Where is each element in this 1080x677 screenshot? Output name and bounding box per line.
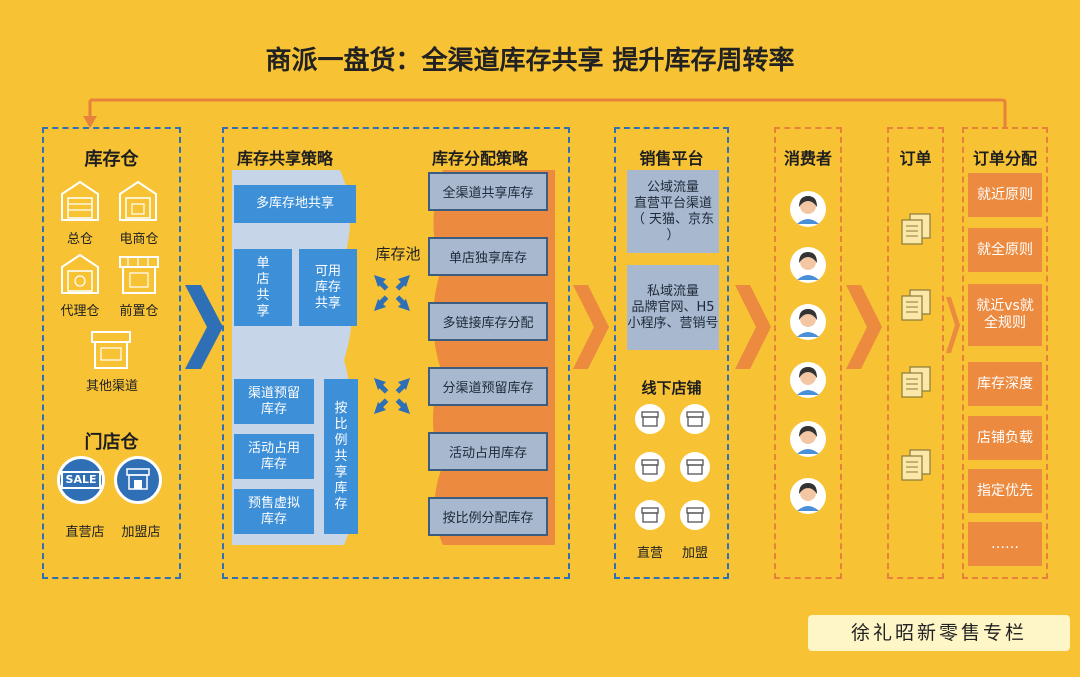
- private-traffic-line: 品牌官网、H5: [631, 299, 715, 315]
- author-credit: 徐礼昭新零售专栏: [808, 615, 1070, 651]
- flow-chevron-3: [735, 285, 771, 369]
- warehouse-label-front: 前置仓: [119, 304, 159, 319]
- store-label-franchise: 加盟店: [121, 525, 161, 540]
- order-rule-item: 就近vs就全规则: [968, 284, 1042, 346]
- order-rule-item: 指定优先: [968, 469, 1042, 513]
- agent-warehouse-icon: [61, 253, 99, 294]
- offline-label-franchise: 加盟: [681, 546, 708, 561]
- allocation-item: 按比例分配库存: [428, 497, 548, 536]
- feedback-arrow: [83, 98, 1007, 128]
- warehouse-label-other: 其他渠道: [85, 379, 138, 394]
- allocation-item: 单店独享库存: [428, 237, 548, 276]
- allocation-item: 分渠道预留库存: [428, 367, 548, 406]
- consumer-avatar-icon: [790, 247, 826, 283]
- ecommerce-warehouse-icon: [119, 180, 157, 221]
- order-header: 订单: [899, 149, 932, 168]
- consumer-avatar-icon: [790, 421, 826, 457]
- order-allocation-panel: [962, 127, 1048, 579]
- page-title: 商派一盘货：全渠道库存共享 提升库存周转率: [265, 46, 795, 76]
- order-document-icon: [901, 449, 931, 481]
- order-rule-item: 就全原则: [968, 228, 1042, 272]
- order-document-icon: [901, 366, 931, 398]
- ratio-share-box: 按比例共享库存: [324, 379, 358, 534]
- order-rule-item: 就近原则: [968, 173, 1042, 217]
- pool-converge-icon-2: [374, 378, 410, 414]
- private-traffic-box: 私域流量 品牌官网、H5 小程序、营销号: [627, 265, 719, 350]
- order-document-icon: [901, 289, 931, 321]
- consumer-avatar-icon: [790, 362, 826, 398]
- platform-header: 销售平台: [639, 149, 704, 168]
- order-rule-item: 店铺负载: [968, 416, 1042, 460]
- flow-chevron-2: [573, 285, 609, 369]
- private-traffic-title: 私域流量: [646, 283, 699, 299]
- store-icon: [680, 500, 710, 530]
- allocation-item: 全渠道共享库存: [428, 172, 548, 211]
- allocation-item: 活动占用库存: [428, 432, 548, 471]
- flow-chevron-5: [946, 297, 960, 353]
- available-stock-share-box: 可用库存共享: [299, 249, 357, 326]
- presale-virtual-box: 预售虚拟库存: [234, 489, 314, 534]
- warehouse-label-main: 总仓: [66, 232, 93, 247]
- main-warehouse-icon: [61, 180, 99, 221]
- order-rule-item: ……: [968, 522, 1042, 566]
- consumer-avatar-icon: [790, 478, 826, 514]
- allocation-background: [433, 170, 555, 545]
- order-panel: [887, 127, 944, 579]
- flow-chevron-4: [846, 285, 882, 369]
- consumer-avatar-icon: [790, 191, 826, 227]
- warehouse-label-ecommerce: 电商仓: [119, 232, 159, 247]
- public-traffic-line: 直营平台渠道: [633, 195, 712, 211]
- stock-pool-label: 库存池: [375, 245, 421, 263]
- sale-sign: SALE: [60, 471, 102, 489]
- public-traffic-line: （ 天猫、京东 ）: [631, 211, 715, 243]
- public-traffic-box: 公域流量 直营平台渠道 （ 天猫、京东 ）: [627, 170, 719, 253]
- consumer-avatar-icon: [790, 304, 826, 340]
- warehouse-label-agent: 代理仓: [60, 304, 100, 319]
- warehouse-panel: [42, 127, 181, 579]
- store-icon: [680, 452, 710, 482]
- order-rule-item: 库存深度: [968, 362, 1042, 406]
- consumer-panel: [774, 127, 842, 579]
- order-document-icon: [901, 213, 931, 245]
- channel-reserve-box: 渠道预留库存: [234, 379, 314, 424]
- franchise-store-icon: [114, 456, 162, 504]
- private-traffic-line: 小程序、营销号: [627, 315, 719, 331]
- warehouse-header: 库存仓: [84, 149, 139, 170]
- offline-label-direct: 直营: [636, 546, 663, 561]
- activity-occupy-box: 活动占用库存: [234, 434, 314, 479]
- allocation-header: 库存分配策略: [432, 149, 529, 168]
- strategy-panel: [222, 127, 570, 579]
- platform-panel: [614, 127, 729, 579]
- allocation-item: 多链接库存分配: [428, 302, 548, 341]
- store-icon: [635, 404, 665, 434]
- other-channel-icon: [91, 331, 131, 369]
- order-allocation-header: 订单分配: [972, 149, 1037, 168]
- pool-converge-icon-1: [374, 275, 410, 311]
- store-icon: [635, 452, 665, 482]
- front-warehouse-icon: [119, 256, 159, 294]
- public-traffic-title: 公域流量: [646, 179, 699, 195]
- flow-chevron-1: [185, 285, 223, 369]
- store-icon: [680, 404, 710, 434]
- direct-store-icon: SALE: [57, 456, 105, 504]
- offline-store-header: 线下店铺: [641, 379, 702, 397]
- store-icon: [635, 500, 665, 530]
- single-store-share-box: 单店共享: [234, 249, 292, 326]
- sharing-header: 库存共享策略: [237, 149, 334, 168]
- multi-location-share-box: 多库存地共享: [234, 185, 356, 223]
- consumer-header: 消费者: [783, 149, 832, 168]
- store-label-direct: 直营店: [65, 525, 105, 540]
- store-warehouse-header: 门店仓: [84, 432, 139, 453]
